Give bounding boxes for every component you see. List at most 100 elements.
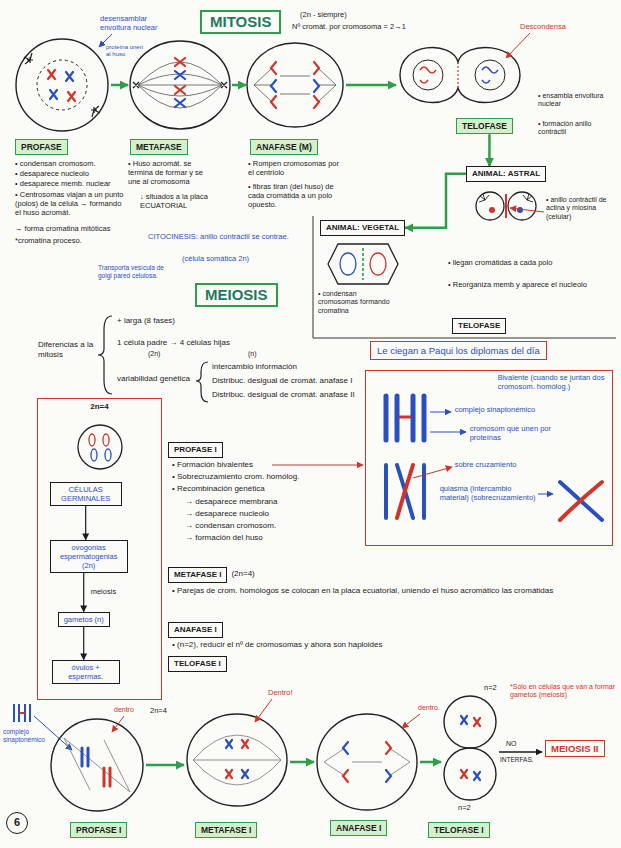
box-heading: ANAFASE (M) (256, 142, 312, 152)
section-title: MEIOSIS (195, 283, 278, 307)
note-text: (2n) (148, 350, 160, 358)
note-text: • llegan cromátidas a cada polo (448, 258, 608, 267)
note-text: • condensan cromosomas formando cromatin… (318, 290, 390, 315)
note-text: Dentro! (268, 688, 293, 697)
germ-line-panel: 2n=4CÉLULAS GERMINALES ovogonias espermat… (37, 398, 162, 700)
note-text: n=2 (484, 683, 497, 692)
phase-label: METAFASE (130, 139, 188, 155)
page-number: 6 (6, 812, 28, 834)
box-text: complejo sinaptonémico (455, 405, 575, 414)
note-text: • ensambla envoltura nuclear (538, 92, 614, 109)
box-heading: METAFASE (136, 142, 182, 152)
plant-cell (328, 244, 398, 284)
box-heading: ANIMAL: ASTRAL (472, 169, 540, 179)
stage-box: ANIMAL: VEGETAL (320, 220, 405, 236)
box-heading: PROFASE I (76, 825, 121, 835)
phase-label: METAFASE I (195, 822, 257, 838)
note-text: 1 célula padre → 4 células hijas (117, 338, 230, 348)
note-text: desensamblar envoltura nuclear (100, 14, 178, 32)
box-heading: MEIOSIS (205, 286, 268, 304)
note-text: • fibras tiran (del huso) de cada cromát… (248, 182, 340, 209)
box-heading: CÉLULAS GERMINALES (56, 485, 116, 503)
section-divider (313, 216, 616, 338)
connector-arrow (405, 174, 466, 228)
note-text: → desaparece membrana (185, 497, 278, 507)
note-text: INTERFAS. (500, 756, 534, 764)
leader-line (272, 465, 363, 466)
note-text: (n) (248, 350, 257, 358)
stage-box: ANIMAL: ASTRAL (466, 166, 546, 182)
bivalent-drawing (386, 396, 602, 520)
connector-arrow (83, 627, 84, 660)
note-text: • Formación bivalentes (172, 460, 253, 470)
note-text: • Rompen cromosomas por el centriolo (248, 159, 340, 177)
stage-box: TELOFASE I (168, 656, 227, 672)
stage-box: METAFASE I(2n=4) (168, 567, 227, 583)
note-text: • Parejas de crom. homólogos se colocan … (172, 586, 612, 596)
prophase-cell (16, 39, 108, 131)
box-text: cromosom que unen por proteínas (470, 424, 570, 442)
synaptonemal-mini (14, 704, 72, 750)
stage-box: PROFASE I (168, 442, 223, 458)
box-heading: TELOFASE (458, 321, 500, 331)
box-heading: ANAFASE I (174, 625, 217, 635)
note-text: Distribuc. desigual de cromát. anafase I (212, 376, 353, 386)
note-text: (célula somática 2n) (182, 254, 249, 263)
box-text: sobre cruzamiento (455, 460, 565, 469)
note-text: *cromatina proceso. (15, 236, 82, 245)
box-text: quiasma (intercambio material) (sobrecru… (440, 484, 536, 502)
phase-label: ANAFASE I (330, 820, 387, 836)
cell-box: ovogonias espermatogenias (2n) (50, 540, 128, 573)
phase-label: PROFASE I (70, 822, 127, 838)
box-heading: 6 (7, 813, 27, 832)
box-heading: Bivalente (cuando se juntan dos cromosom… (498, 373, 606, 391)
note-text: • Sobrecruzamiento crom. homólog. (172, 472, 299, 482)
phase-label: PROFASE (15, 139, 68, 155)
note-text: • Huso acromát. se termina de formar y s… (128, 159, 216, 186)
box-heading: PROFASE (21, 142, 62, 152)
note-text: • Recombinación genética (172, 484, 265, 494)
connector-arrow (488, 134, 491, 166)
box-heading: METAFASE I (201, 825, 251, 835)
note-text: • Centrosomas viajan a un punto (polos) … (15, 190, 127, 217)
note-text: • Reorganiza memb y aparece el nucleolo (448, 280, 608, 289)
leader-line (499, 751, 542, 752)
stage-box: ANAFASE I (168, 622, 223, 638)
note-text: ↓ situados a la placa ECUATORIAL (140, 192, 220, 210)
note-text: Transporta vesícula de golgi pared celul… (98, 264, 176, 280)
note-text: proteína unen al huso (106, 44, 144, 58)
note-text: Distribuc. desigual de cromát. anafase I… (212, 390, 355, 400)
anaphase-i-cell (317, 714, 420, 810)
box-heading: TELOFASE I (174, 659, 221, 669)
phase-arrows (111, 84, 396, 87)
box-heading: ovogonias espermatogenias (2n) (56, 543, 122, 570)
note-text: → formación del huso (185, 533, 263, 543)
note-text: dentro (114, 706, 134, 714)
note-text: • anillo contráctil de actina y miosina … (546, 196, 616, 221)
telophase-i-cell (444, 696, 496, 800)
cell-box: gametos (n) (58, 612, 110, 627)
note-text: • desaparece nucleolo (15, 169, 89, 178)
note-text: → condensan cromosom. (185, 521, 276, 531)
note-text: variabilidad genética (117, 374, 197, 384)
box-heading: 2n=4 (42, 402, 157, 412)
note-text: NO (506, 740, 517, 748)
note-text: complejo sinaptonémico (3, 728, 49, 744)
note-text: + larga (8 fases) (117, 316, 175, 326)
note-text: *Sólo en células que van a formar gameto… (510, 683, 616, 700)
cell-box: CÉLULAS GERMINALES (50, 482, 122, 506)
note-text: • formación anillo contráctil (538, 120, 614, 137)
note-text: CITOCINESIS: anillo contráctil se contra… (148, 232, 298, 241)
note-text: dentro. (418, 704, 440, 712)
note-text: → desaparece nucleolo (185, 509, 269, 519)
box-heading: ANIMAL: VEGETAL (326, 223, 399, 233)
note-text: Nº cromát. por cromosoma = 2→1 (292, 22, 406, 31)
leader-line (506, 33, 530, 58)
stage-box: TELOFASE (452, 318, 506, 334)
metaphase-i-cell (187, 699, 287, 806)
brace (196, 362, 208, 402)
box-heading: Le ciegan a Paqui los diplomas del día (377, 345, 540, 356)
prophase-i-cell (51, 716, 143, 811)
anaphase-cell (247, 43, 343, 127)
phase-label: ANAFASE (M) (250, 139, 318, 155)
